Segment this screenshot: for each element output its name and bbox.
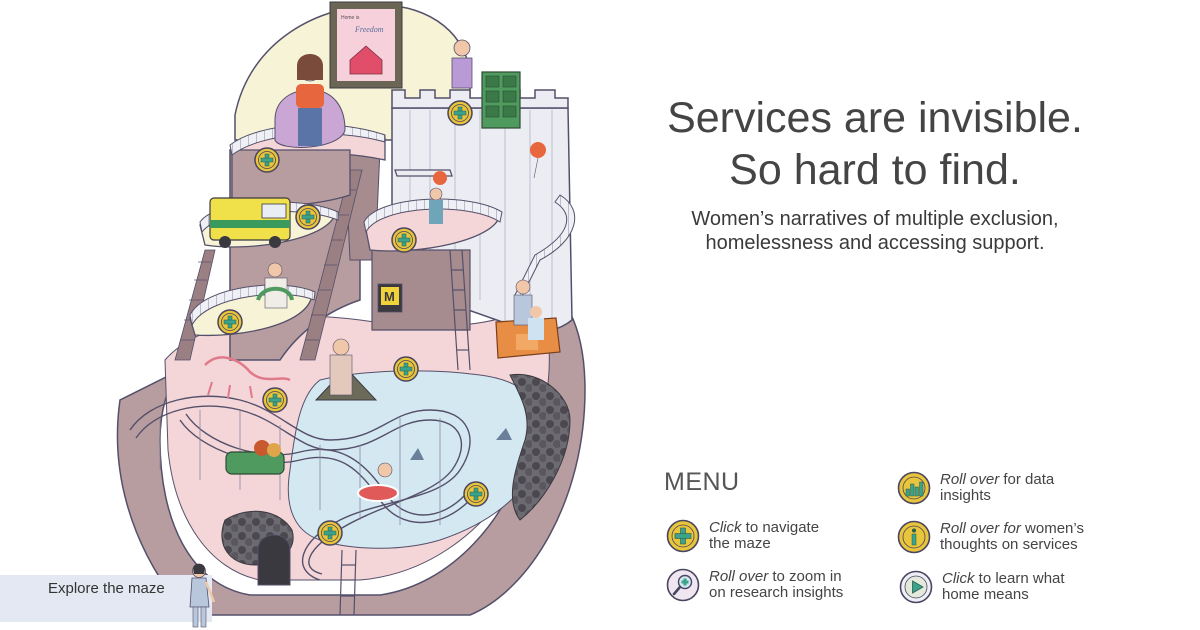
magnifier-icon [666,568,700,602]
nav-coin-1[interactable] [254,147,280,173]
menu-item-zoom-text: Roll over to zoom in on research insight… [709,569,843,601]
menu-rest2-5: home means [942,586,1029,603]
explore-maze-label: Explore the maze [48,580,165,597]
menu-item-thoughts-text: Roll over for women’s thoughts on servic… [940,521,1084,553]
nav-coin-5[interactable] [217,309,243,335]
menu-item-home[interactable]: Click to learn what home means [899,570,1065,604]
headline-line-2: So hard to find. [729,146,1021,194]
nav-coin-4[interactable] [391,227,417,253]
subtitle-line-2: homelessness and accessing support. [705,232,1045,254]
subtitle: Women’s narratives of multiple exclusion… [620,207,1130,255]
menu-item-navigate[interactable]: Click to navigate the maze [666,519,819,553]
info-icon [897,520,931,554]
headline: Services are invisible. So hard to find. [620,92,1130,196]
menu-rest2-3: insights [940,487,991,504]
nav-coin-6[interactable] [393,356,419,382]
person-top-figure [274,54,346,148]
menu-rest2-4: thoughts on services [940,536,1078,553]
nav-coin-2[interactable] [447,100,473,126]
subtitle-line-1: Women’s narratives of multiple exclusion… [691,208,1059,230]
headline-line-1: Services are invisible. [667,94,1083,142]
poster-word: Freedom [354,25,384,34]
menu-rest1-1: to navigate [741,519,820,536]
menu-item-zoom[interactable]: Roll over to zoom in on research insight… [666,568,843,602]
menu-item-navigate-text: Click to navigate the maze [709,520,819,552]
explore-maze-button[interactable]: Explore the maze [0,575,212,622]
nav-coin-9[interactable] [317,520,343,546]
nav-coin-8[interactable] [463,481,489,507]
menu-item-data[interactable]: Roll over for data insights [897,471,1054,505]
menu-rest2-1: the maze [709,535,771,552]
explorer-figure [189,563,216,628]
bar-chart-icon [897,471,931,505]
menu-rest1-3: for data [999,471,1055,488]
menu-item-data-text: Roll over for data insights [940,472,1054,504]
menu-rest2-2: on research insights [709,584,844,601]
menu-title: MENU [664,468,740,496]
menu-verb-4: Roll over for [940,520,1021,537]
plus-coin-icon [666,519,700,553]
menu-verb-3: Roll over [940,471,1000,488]
menu-rest1-5: to learn what [974,570,1065,587]
play-icon [899,570,933,604]
menu-verb-5: Click [942,570,975,587]
nav-coin-7[interactable] [262,387,288,413]
menu-verb-1: Click [709,519,742,536]
poster-small-text: Home is [341,15,360,21]
menu-item-thoughts[interactable]: Roll over for women’s thoughts on servic… [897,520,1084,554]
maze-illustration: Home is Freedom M [116,1,586,616]
menu-item-home-text: Click to learn what home means [942,571,1065,603]
menu-rest1-2: to zoom in [768,568,842,585]
menu-verb-2: Roll over [709,568,769,585]
svg-text:M: M [384,289,395,304]
nav-coin-3[interactable] [295,204,321,230]
menu-rest1-4: women’s [1020,520,1084,537]
